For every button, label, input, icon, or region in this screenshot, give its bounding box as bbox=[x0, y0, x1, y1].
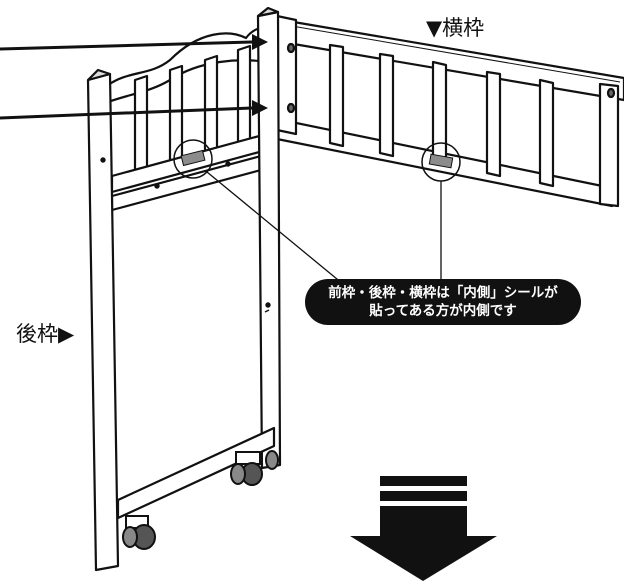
callout-line-2: 貼ってある方が内側です bbox=[369, 303, 517, 319]
caster-left bbox=[122, 515, 156, 550]
inside-sticker-back bbox=[173, 139, 213, 179]
down-arrow-icon bbox=[350, 476, 497, 581]
inside-sticker-icon bbox=[428, 153, 454, 169]
caster-right bbox=[230, 451, 263, 486]
side-frame bbox=[268, 14, 624, 208]
attach-arrow-lower bbox=[0, 100, 268, 120]
leader-lines bbox=[206, 171, 442, 285]
side-frame-label: ▼横枠 bbox=[426, 16, 485, 40]
inside-sticker-callout: 前枠・後枠・横枠は「内側」シールが 貼ってある方が内側です bbox=[305, 279, 581, 325]
casters bbox=[122, 450, 279, 550]
back-frame bbox=[86, 6, 282, 572]
attach-arrow-upper bbox=[0, 34, 268, 51]
back-frame-slats bbox=[133, 44, 252, 186]
callout-line-1: 前枠・後枠・横枠は「内側」シールが bbox=[328, 285, 558, 301]
side-frame-slats bbox=[328, 43, 555, 188]
back-frame-label: 後枠▶ bbox=[16, 322, 75, 346]
inside-sticker-icon bbox=[180, 149, 206, 167]
